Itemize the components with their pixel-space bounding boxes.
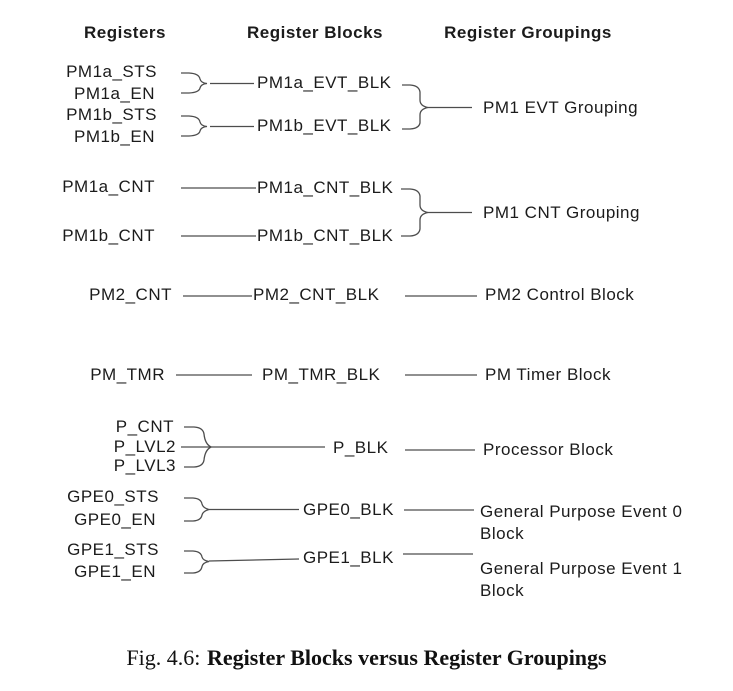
register-gpe0-sts: GPE0_STS	[67, 487, 159, 506]
column-header-register-blocks: Register Blocks	[247, 23, 383, 42]
grouping-pm-timer: PM Timer Block	[485, 365, 612, 384]
block-gpe1-blk: GPE1_BLK	[303, 548, 394, 567]
brace-pm1b-evt-pair	[181, 115, 254, 137]
brace-gpe1	[184, 550, 300, 574]
register-pm-tmr: PM_TMR	[90, 365, 165, 384]
figure-caption-title: Register Blocks versus Register Grouping…	[206, 645, 607, 670]
register-pm1a-sts: PM1a_STS	[66, 62, 157, 81]
block-pm1a-evt-blk: PM1a_EVT_BLK	[257, 73, 392, 92]
register-pm1b-sts: PM1b_STS	[66, 105, 157, 124]
figure-caption-number: Fig. 4.6:	[126, 645, 201, 670]
register-p-lvl2: P_LVL2	[113, 437, 176, 456]
brace-pm1-evt-grouping	[402, 84, 472, 130]
grouping-gpe0: General Purpose Event 0 Block	[480, 502, 683, 543]
grouping-pm1-cnt: PM1 CNT Grouping	[483, 203, 640, 222]
register-p-lvl3: P_LVL3	[113, 456, 176, 475]
brace-pm1-cnt-grouping	[401, 188, 472, 237]
block-pm-tmr-blk: PM_TMR_BLK	[262, 365, 381, 384]
register-pm1b-cnt: PM1b_CNT	[62, 226, 155, 245]
brace-pm1a-evt-pair	[181, 72, 254, 94]
figure-caption: Fig. 4.6:Register Blocks versus Register…	[0, 645, 733, 671]
grouping-pm2-control: PM2 Control Block	[485, 285, 635, 304]
grouping-gpe1: General Purpose Event 1 Block	[480, 559, 683, 600]
column-header-registers: Registers	[84, 23, 166, 42]
block-pm2-cnt-blk: PM2_CNT_BLK	[253, 285, 380, 304]
block-gpe0-blk: GPE0_BLK	[303, 500, 394, 519]
block-pm1b-cnt-blk: PM1b_CNT_BLK	[257, 226, 394, 245]
block-pm1a-cnt-blk: PM1a_CNT_BLK	[257, 178, 394, 197]
brace-gpe0	[184, 497, 299, 522]
grouping-pm1-evt: PM1 EVT Grouping	[483, 98, 639, 117]
register-gpe1-en: GPE1_EN	[74, 562, 156, 581]
register-pm2-cnt: PM2_CNT	[89, 285, 172, 304]
register-pm1b-en: PM1b_EN	[74, 127, 155, 146]
register-p-cnt: P_CNT	[115, 417, 174, 436]
register-pm1a-cnt: PM1a_CNT	[62, 177, 155, 196]
register-gpe1-sts: GPE1_STS	[67, 540, 159, 559]
column-header-register-groupings: Register Groupings	[444, 23, 612, 42]
brace-processor	[181, 426, 325, 468]
register-pm1a-en: PM1a_EN	[74, 84, 155, 103]
block-p-blk: P_BLK	[333, 438, 389, 457]
block-pm1b-evt-blk: PM1b_EVT_BLK	[257, 116, 392, 135]
grouping-processor: Processor Block	[483, 440, 614, 459]
register-gpe0-en: GPE0_EN	[74, 510, 156, 529]
